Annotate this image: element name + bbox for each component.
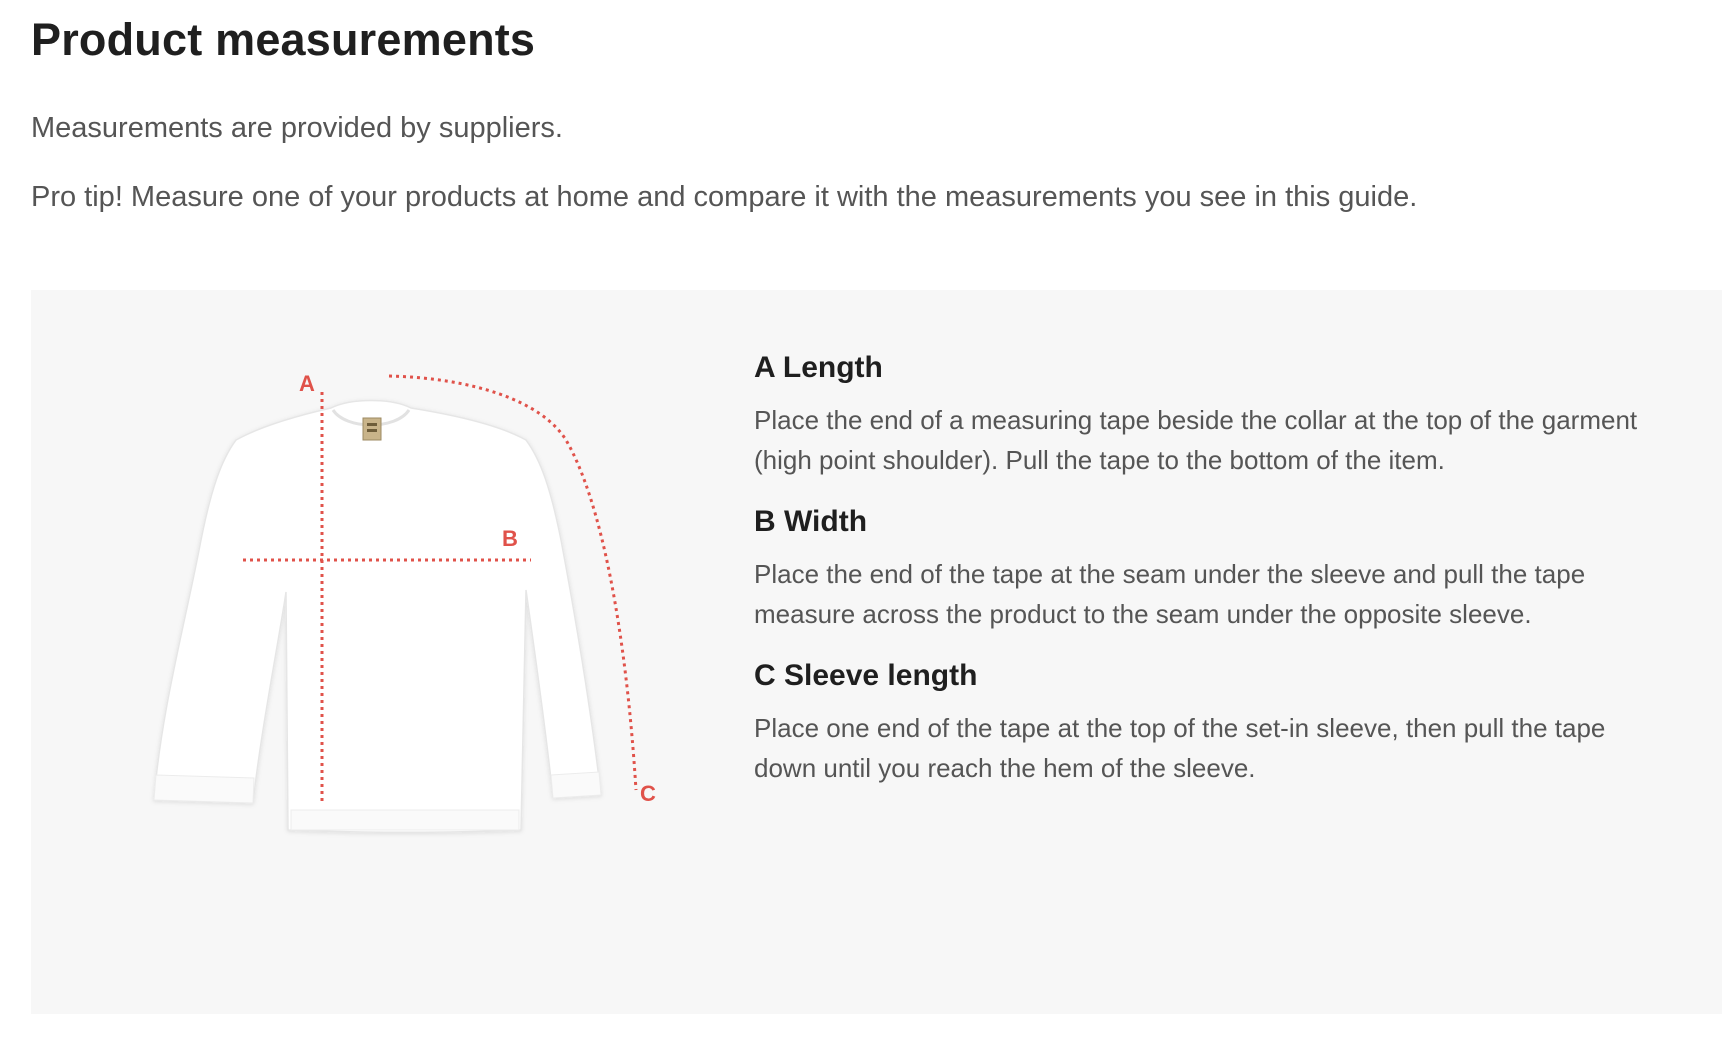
measurement-width: B Width Place the end of the tape at the… [754, 504, 1704, 634]
page-title: Product measurements [31, 14, 536, 65]
measurement-heading: A Length [754, 351, 883, 384]
measurement-description: Place the end of the tape at the seam un… [754, 559, 1586, 629]
sweatshirt-image [153, 399, 602, 833]
intro-text-suppliers: Measurements are provided by suppliers. [31, 112, 563, 144]
intro-text-pro-tip: Pro tip! Measure one of your products at… [31, 181, 1418, 213]
neck-label-detail [367, 429, 377, 432]
measurement-description: Place the end of a measuring tape beside… [754, 405, 1638, 475]
marker-c-label: C [640, 781, 656, 806]
measurement-description: Place one end of the tape at the top of … [754, 713, 1606, 783]
neck-label-detail [367, 423, 377, 426]
right-cuff [550, 771, 602, 799]
measurement-length: A Length Place the end of a measuring ta… [754, 350, 1704, 480]
sweatshirt-diagram-svg: A B C [153, 371, 656, 833]
measurement-heading: B Width [754, 505, 868, 538]
marker-b-label: B [502, 526, 518, 551]
sweatshirt-measurement-diagram: A B C [121, 370, 761, 890]
measurement-instructions: A Length Place the end of a measuring ta… [754, 350, 1704, 812]
sleeve-length-measure-line [388, 374, 638, 791]
marker-a-label: A [299, 371, 315, 396]
measurement-guide-panel: A B C A Length Place the end of a measur… [31, 290, 1722, 1014]
measurement-heading: C Sleeve length [754, 659, 978, 692]
measurement-sleeve-length: C Sleeve length Place one end of the tap… [754, 658, 1704, 788]
waistband [290, 809, 520, 831]
left-cuff [153, 774, 255, 804]
